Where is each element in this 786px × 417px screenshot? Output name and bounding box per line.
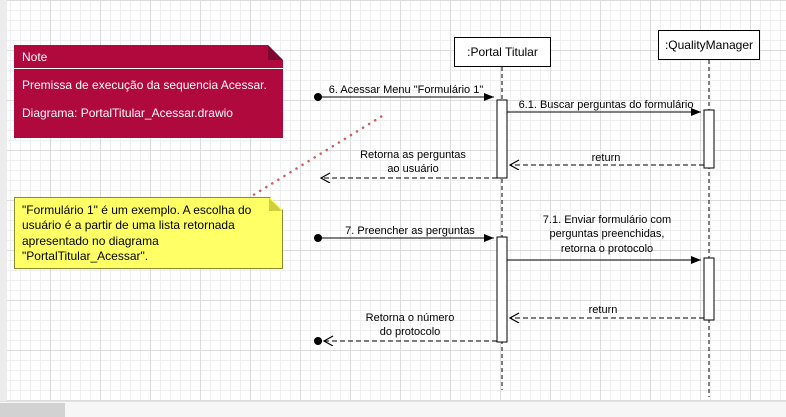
sticky-note-connector-line[interactable] <box>240 111 389 204</box>
activation-portal-titular-1[interactable] <box>496 99 508 179</box>
return-protocolo-end-dot[interactable] <box>314 337 322 345</box>
canvas-edge-left <box>0 0 7 401</box>
return-1-label: return <box>591 152 621 164</box>
note-title: Note <box>14 45 283 69</box>
message-7-1-label: 7.1. Enviar formulário com perguntas pre… <box>542 214 672 255</box>
activation-qualitymanager-2[interactable] <box>703 257 715 321</box>
uml-note-shape[interactable]: Note Premissa de execução da sequencia A… <box>14 45 283 138</box>
note-line-premissa: Premissa de execução da sequencia Acessa… <box>22 78 267 92</box>
note-line-diagrama: Diagrama: PortalTitular_Acessar.drawio <box>22 106 233 120</box>
activation-qualitymanager-1[interactable] <box>703 109 715 169</box>
return-perguntas-label: Retorna as perguntas ao usuário <box>360 149 466 176</box>
horizontal-scrollbar-thumb[interactable] <box>0 403 65 417</box>
activation-portal-titular-2[interactable] <box>496 236 508 343</box>
sticky-note-text: "Formulário 1" é um exemplo. A escolha d… <box>22 203 252 264</box>
lifeline-head-portal-titular[interactable]: :Portal Titular <box>454 37 551 67</box>
lifeline-head-qualitymanager[interactable]: :QualityManager <box>658 30 760 60</box>
return-protocolo-label: Retorna o número do protocolo <box>365 312 455 339</box>
sticky-note-shape[interactable]: "Formulário 1" é um exemplo. A escolha d… <box>14 197 283 269</box>
horizontal-scrollbar-track[interactable] <box>0 401 786 417</box>
message-6-1-label: 6.1. Buscar perguntas do formulário <box>518 99 694 111</box>
note-body: Premissa de execução da sequencia Acessa… <box>14 69 283 143</box>
message-6-label: 6. Acessar Menu "Formulário 1" <box>328 84 484 96</box>
return-2-label: return <box>588 304 618 316</box>
message-7-label: 7. Preencher as perguntas <box>345 225 475 237</box>
